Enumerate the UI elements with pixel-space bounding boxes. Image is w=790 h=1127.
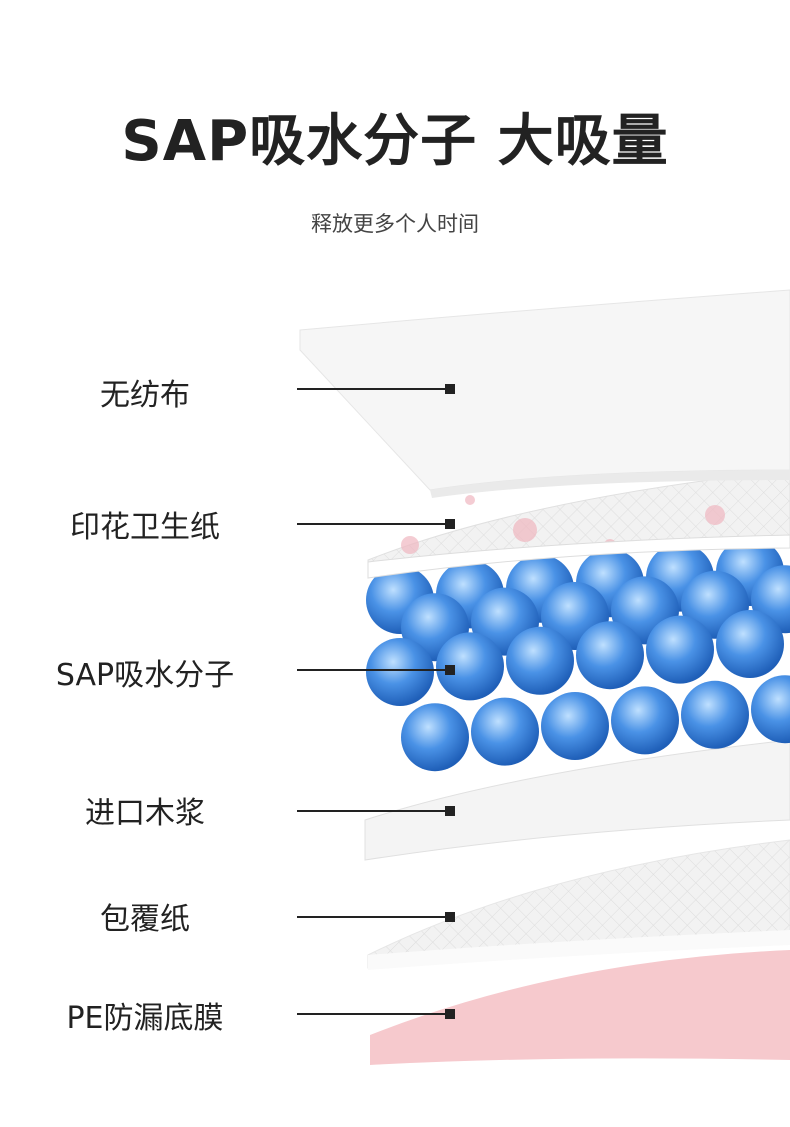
sap-bead (611, 686, 679, 755)
pointer-line-pe-film (297, 1009, 455, 1019)
label-pe-film: PE防漏底膜 (66, 1001, 224, 1036)
sap-beads-layer (366, 538, 790, 772)
sap-bead (681, 680, 749, 749)
page-title: SAP吸水分子 大吸量 (121, 109, 669, 174)
label-wrap-paper: 包覆纸 (100, 902, 190, 937)
label-wood-pulp: 进口木浆 (85, 796, 205, 831)
nonwoven-layer (299, 289, 790, 491)
label-nonwoven: 无纺布 (100, 378, 190, 413)
page-subtitle: 释放更多个人时间 (311, 212, 479, 236)
pointer-line-printed-tissue (297, 519, 455, 529)
sap-bead (506, 626, 574, 695)
label-sap: SAP吸水分子 (55, 658, 235, 693)
sap-bead (576, 621, 644, 690)
sap-bead (646, 615, 714, 684)
sap-bead (436, 632, 504, 701)
sap-bead (366, 638, 434, 706)
pointer-line-sap (297, 665, 455, 675)
pe-film-layer (370, 950, 790, 1065)
label-printed-tissue: 印花卫生纸 (70, 510, 220, 545)
pointer-line-wrap-paper (297, 912, 455, 922)
sap-bead (716, 610, 784, 678)
sap-bead (541, 692, 609, 760)
pointer-line-nonwoven (297, 384, 455, 394)
sap-bead (471, 697, 539, 766)
wood-pulp-layer (364, 739, 790, 861)
pointer-line-wood-pulp (297, 806, 455, 816)
sap-bead (401, 703, 469, 772)
sap-bead (751, 675, 790, 744)
